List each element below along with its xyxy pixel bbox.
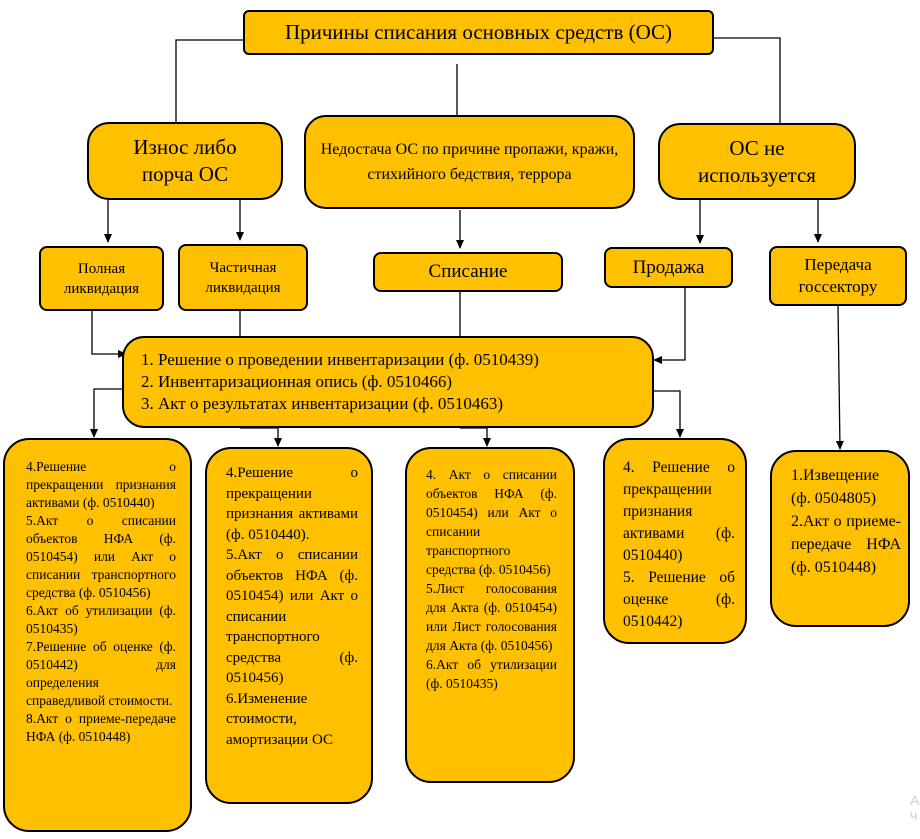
docs-transfer-item-1: 1.Извещение (ф. 0504805) <box>791 467 880 507</box>
title-box: Причины списания основных средств (ОС) <box>243 10 714 55</box>
arrow-full-to-common <box>91 311 127 358</box>
action-transfer-box: Передача госсектору <box>769 246 907 306</box>
docs-partial-item-6: 6.Изменение стоимости, амортизации ОС <box>226 690 333 748</box>
page-title: Причины списания основных средств (ОС) <box>284 20 673 44</box>
docs-sale-box: 4. Решение о прекращении признания актив… <box>603 438 747 644</box>
arrow-transfer-to-docs <box>835 305 844 450</box>
reason-shortage-box: Недостача ОС по причине пропажи, кражи, … <box>304 115 635 209</box>
arrow-common-to-sale <box>654 390 684 438</box>
action-transfer-label: Передача госсектору <box>798 255 878 296</box>
action-sale-box: Продажа <box>604 247 733 288</box>
docs-sale-item-5: 5. Решение об оценке (ф. 0510442) <box>623 569 735 630</box>
docs-full-item-6: 6.Акт об утилизации (ф. 0510435) <box>26 603 176 636</box>
action-full-label: Полная ликвидация <box>63 260 140 297</box>
docs-writeoff-item-5: 5.Лист голосования для Акта (ф. 0510454)… <box>426 581 557 653</box>
action-writeoff-box: Списание <box>373 252 563 292</box>
docs-writeoff-item-4: 4. Акт о списании объектов НФА (ф. 05104… <box>426 467 557 577</box>
action-partial-box: Частичная ликвидация <box>178 244 308 311</box>
arrow-common-to-writeoff <box>460 427 491 447</box>
common-docs-box: 1. Решение о проведении инвентаризации (… <box>122 336 654 428</box>
docs-transfer-box: 1.Извещение (ф. 0504805) 2.Акт о приеме-… <box>770 450 910 627</box>
arrow-common-to-full <box>90 388 122 438</box>
reason-unused-label: ОС не используется <box>698 135 816 187</box>
reason-wear-label: Износ либо порча ОС <box>133 135 237 186</box>
common-doc-3: 3. Акт о результатах инвентаризации (ф. … <box>141 394 504 413</box>
docs-full-item-7: 7.Решение об оценке (ф. 0510442) для опр… <box>26 639 176 708</box>
docs-full-item-5: 5.Акт о списании объектов НФА (ф. 051045… <box>26 513 176 600</box>
arrow-title-to-wear <box>172 39 244 134</box>
docs-full-item-4: 4.Решение о прекращении признания актива… <box>26 459 176 510</box>
docs-sale-item-4: 4. Решение о прекращении признания актив… <box>623 459 735 564</box>
arrow-sale-to-common <box>653 288 686 364</box>
docs-partial-box: 4.Решение о прекращении признания актива… <box>205 447 373 804</box>
reason-shortage-label: Недостача ОС по причине пропажи, кражи, … <box>320 141 619 183</box>
docs-full-item-8: 8.Акт о приеме-передаче НФА (ф. 0510448) <box>26 711 176 744</box>
arrow-common-to-partial <box>240 427 282 447</box>
docs-transfer-item-2: 2.Акт о приеме-передаче НФА (ф. 0510448) <box>791 513 901 576</box>
docs-full-box: 4.Решение о прекращении признания актива… <box>3 438 192 832</box>
action-sale-label: Продажа <box>632 256 705 278</box>
reason-unused-box: ОС не используется <box>658 123 856 200</box>
common-doc-1: 1. Решение о проведении инвентаризации (… <box>141 350 539 369</box>
docs-partial-item-4: 4.Решение о прекращении признания актива… <box>226 465 358 543</box>
reason-wear-box: Износ либо порча ОС <box>87 122 283 200</box>
docs-partial-item-5: 5.Акт о списании объектов НФА (ф. 051045… <box>226 547 358 686</box>
action-partial-label: Частичная ликвидация <box>205 259 281 296</box>
action-full-box: Полная ликвидация <box>39 246 164 311</box>
common-doc-2: 2. Инвентаризационная опись (ф. 0510466) <box>141 372 453 391</box>
docs-writeoff-item-6: 6.Акт об утилизации (ф. 0510435) <box>426 657 557 691</box>
arrow-title-to-unused <box>714 37 784 136</box>
docs-writeoff-box: 4. Акт о списании объектов НФА (ф. 05104… <box>405 447 575 783</box>
action-writeoff-label: Списание <box>428 261 508 282</box>
